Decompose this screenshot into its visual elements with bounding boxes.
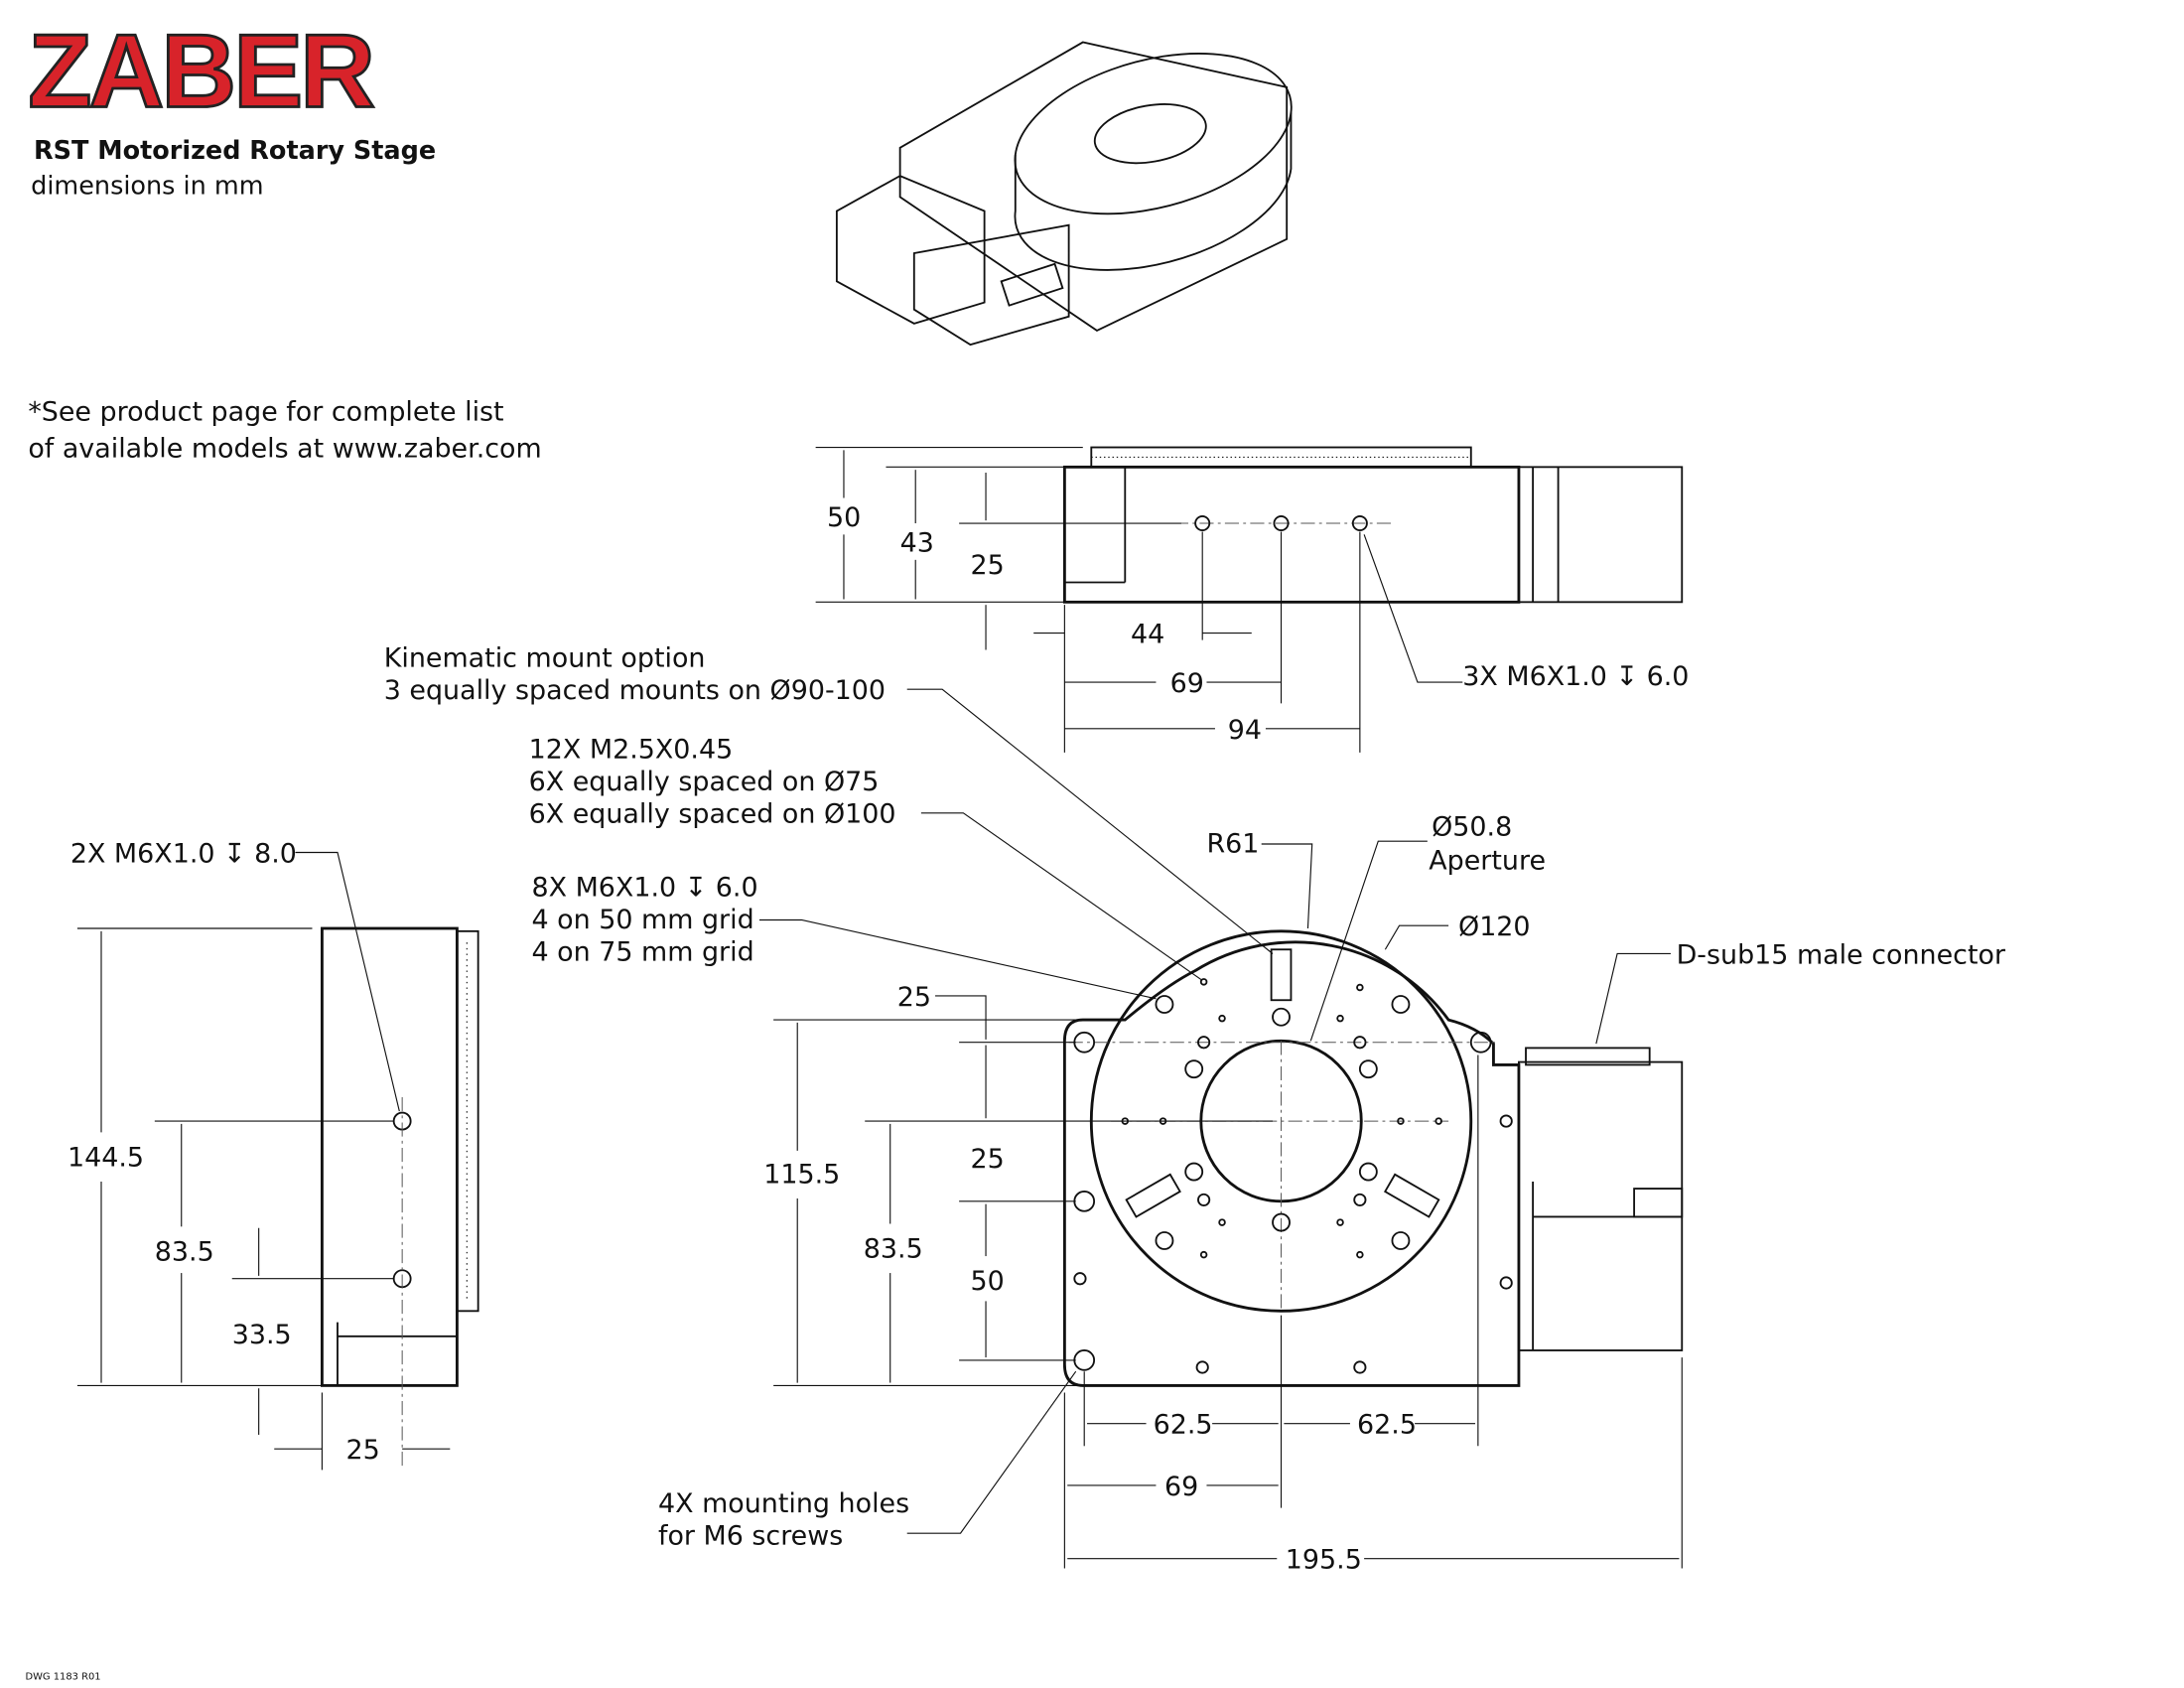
dim-25-top: 25 [897, 982, 931, 1013]
kinematic-label-2: 3 equally spaced mounts on Ø90-100 [384, 675, 886, 706]
dim-50: 50 [827, 502, 861, 533]
models-note-1: *See product page for complete list [28, 397, 503, 428]
zaber-logo: ZABER [28, 14, 373, 130]
end-hole-callout: 2X M6X1.0 ↧ 8.0 [70, 838, 297, 869]
dim-44: 44 [1131, 619, 1164, 649]
dim-62-5-left: 62.5 [1154, 1410, 1213, 1441]
models-note-2: of available models at www.zaber.com [28, 433, 541, 464]
dim-144-5: 144.5 [68, 1142, 144, 1173]
screws [1073, 1114, 1513, 1374]
r61-label: R61 [1206, 828, 1259, 859]
dim-43: 43 [900, 527, 934, 558]
dim-69-top: 69 [1164, 1472, 1198, 1502]
dim-25: 25 [970, 550, 1004, 581]
dim-50-top: 50 [970, 1266, 1004, 1297]
dim-115-5: 115.5 [763, 1159, 840, 1190]
dim-25-end: 25 [345, 1435, 379, 1466]
dim-195-5: 195.5 [1286, 1545, 1362, 1576]
kinematic-label-1: Kinematic mount option [384, 643, 706, 674]
isometric-view [835, 41, 1293, 347]
dim-33-5: 33.5 [232, 1320, 292, 1350]
aperture-label: Aperture [1429, 845, 1546, 876]
mount-holes-label-1: 4X mounting holes [658, 1488, 909, 1519]
dim-69-side: 69 [1170, 668, 1204, 699]
units-note: dimensions in mm [31, 172, 263, 202]
mount-holes-label-2: for M6 screws [658, 1520, 843, 1551]
dim-83-5-top: 83.5 [864, 1233, 923, 1264]
drawing-number: DWG 1183 R01 [25, 1671, 100, 1682]
dim-83-5-end: 83.5 [155, 1236, 214, 1267]
aperture-dia: Ø50.8 [1432, 812, 1512, 843]
side-view: 50 43 25 44 69 94 3X M6X1.0 ↧ 6.0 [815, 446, 1689, 753]
table-holes [1121, 978, 1442, 1259]
top-view: Kinematic mount option 3 equally spaced … [384, 643, 2006, 1576]
m6-label-2: 4 on 50 mm grid [531, 905, 753, 935]
dim-62-5-right: 62.5 [1357, 1410, 1417, 1441]
kinematic-mounts [1125, 948, 1440, 1218]
m25-label-3: 6X equally spaced on Ø100 [529, 799, 896, 830]
dia-120-label: Ø120 [1458, 912, 1531, 942]
dim-25-mid: 25 [970, 1144, 1004, 1175]
end-view: 2X M6X1.0 ↧ 8.0 144.5 83.5 33.5 25 [68, 838, 479, 1471]
dsub-label: D-sub15 male connector [1677, 939, 2006, 970]
side-hole-callout: 3X M6X1.0 ↧ 6.0 [1462, 661, 1689, 692]
product-title: RST Motorized Rotary Stage [34, 136, 436, 166]
m6-label-1: 8X M6X1.0 ↧ 6.0 [531, 872, 757, 903]
m6-label-3: 4 on 75 mm grid [531, 937, 753, 968]
m25-label-1: 12X M2.5X0.45 [529, 735, 734, 766]
dim-94: 94 [1228, 715, 1262, 746]
m25-label-2: 6X equally spaced on Ø75 [529, 767, 880, 797]
